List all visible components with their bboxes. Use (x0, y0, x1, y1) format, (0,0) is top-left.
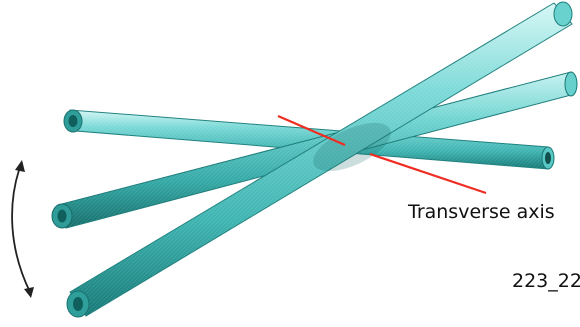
intersection-region (313, 122, 391, 172)
rotation-arrow (11, 160, 34, 298)
tube-front-diagonal (66, 1, 573, 318)
transverse-axis-label: Transverse axis (407, 201, 555, 223)
figure-code-label: 223_22 (512, 270, 580, 292)
transverse-axis-line (277, 114, 487, 195)
